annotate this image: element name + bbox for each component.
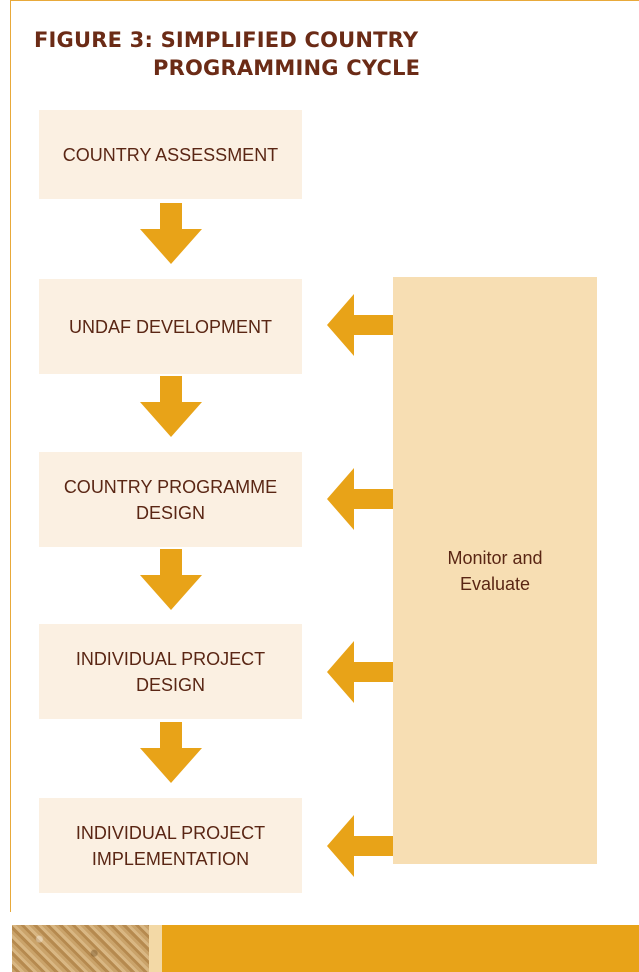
down-arrow-icon <box>140 203 202 264</box>
monitor-evaluate-panel: Monitor and Evaluate <box>393 277 597 864</box>
step-label: INDIVIDUAL PROJECT DESIGN <box>75 648 266 695</box>
left-arrow-icon <box>327 815 393 877</box>
step-label: INDIVIDUAL PROJECT IMPLEMENTATION <box>75 822 266 869</box>
figure-frame <box>10 0 639 912</box>
figure-title-line2: PROGRAMMING CYCLE <box>153 56 421 80</box>
down-arrow-icon <box>140 549 202 610</box>
step-label: UNDAF DEVELOPMENT <box>68 316 273 337</box>
footer-bar <box>162 925 639 972</box>
step-country-programme-design: COUNTRY PROGRAMME DESIGN <box>39 452 302 547</box>
step-undaf-development: UNDAF DEVELOPMENT <box>39 279 302 374</box>
footer-divider <box>149 925 162 972</box>
footer-photo <box>12 925 149 972</box>
step-individual-project-design: INDIVIDUAL PROJECT DESIGN <box>39 624 302 719</box>
left-arrow-icon <box>327 294 393 356</box>
figure-title: FIGURE 3: SIMPLIFIED COUNTRY PROGRAMMING… <box>34 26 420 82</box>
left-arrow-icon <box>327 468 393 530</box>
step-individual-project-implementation: INDIVIDUAL PROJECT IMPLEMENTATION <box>39 798 302 893</box>
down-arrow-icon <box>140 722 202 783</box>
monitor-evaluate-label: Monitor and Evaluate <box>447 547 543 594</box>
down-arrow-icon <box>140 376 202 437</box>
step-country-assessment: COUNTRY ASSESSMENT <box>39 110 302 199</box>
figure-title-line1: FIGURE 3: SIMPLIFIED COUNTRY <box>34 28 419 52</box>
left-arrow-icon <box>327 641 393 703</box>
step-label: COUNTRY PROGRAMME DESIGN <box>63 476 278 523</box>
step-label: COUNTRY ASSESSMENT <box>62 144 279 165</box>
